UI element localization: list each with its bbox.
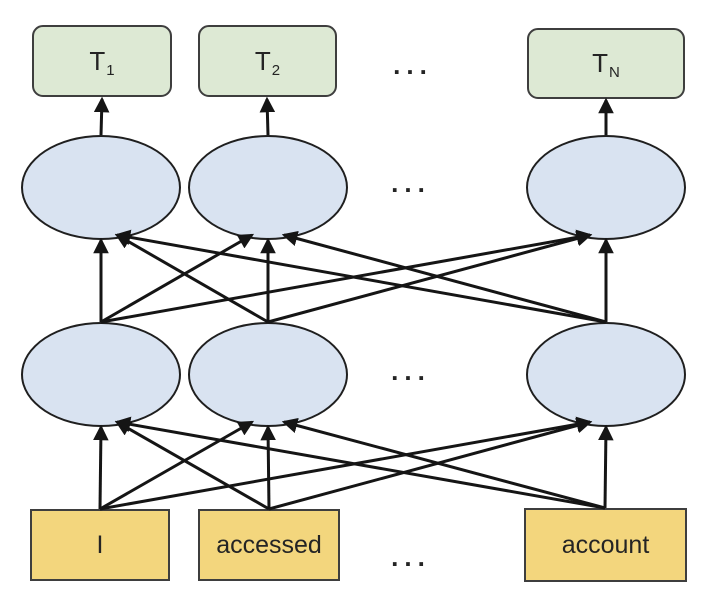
ellipsis-lower-hidden-row: ... xyxy=(391,356,431,386)
hidden-node-lower-n xyxy=(526,322,686,427)
output-token-label-1: T xyxy=(89,45,106,76)
hidden-node-upper-1 xyxy=(21,135,181,240)
output-token-label-n: T xyxy=(592,48,609,78)
output-token-subscript-2: 2 xyxy=(271,61,281,79)
output-token-label-2: T xyxy=(254,45,271,76)
ellipsis-output-row: ... xyxy=(393,50,433,80)
hidden-node-lower-1 xyxy=(21,322,181,427)
output-token-subscript-1: 1 xyxy=(106,61,115,79)
input-token-label-n: account xyxy=(561,530,650,559)
ellipsis-upper-hidden-row: ... xyxy=(391,168,431,198)
input-token-label-2: accessed xyxy=(216,530,322,559)
input-token-box-1: I xyxy=(30,509,170,581)
input-token-label-1: I xyxy=(96,530,104,559)
hidden-node-upper-n xyxy=(526,135,686,240)
input-token-box-n: account xyxy=(524,508,687,582)
output-token-subscript-n: N xyxy=(609,64,620,81)
hidden-node-upper-2 xyxy=(188,135,348,240)
ellipsis-input-row: ... xyxy=(391,542,431,572)
hidden-node-lower-2 xyxy=(188,322,348,427)
input-token-box-2: accessed xyxy=(198,509,340,581)
